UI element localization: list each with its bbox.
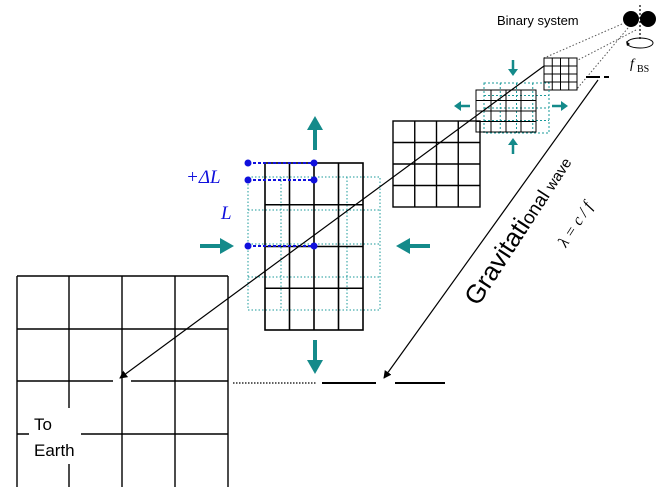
binary-system — [623, 5, 656, 49]
star-left — [623, 11, 639, 27]
gw-big-text: Gravitationalwave — [458, 149, 577, 310]
rotation-ellipse — [626, 37, 654, 49]
wavelength-formula: λ = c / f — [555, 197, 598, 251]
rotation-arrowhead — [626, 41, 630, 46]
to-earth-label-bg — [29, 408, 81, 464]
star-right — [640, 11, 656, 27]
gravitational-wave-label: Gravitationalwave — [458, 149, 577, 310]
l-label: L — [220, 203, 232, 224]
small-grid-dotted — [483, 82, 550, 134]
lambda-formula-text: λ = c / f — [555, 197, 598, 251]
cone-lines — [543, 23, 637, 91]
to-earth-line1: To — [34, 415, 52, 434]
f-subscript: BS — [637, 64, 649, 75]
diagonal-arrow-to-earth — [119, 65, 545, 379]
central-grid-arrows — [200, 116, 430, 374]
small-grid — [475, 89, 537, 133]
medium-grid — [392, 120, 481, 208]
binary-system-label: Binary system — [497, 13, 579, 28]
to-earth-line2: Earth — [34, 441, 75, 460]
small-grid-arrows — [454, 60, 568, 154]
f-label: f — [630, 57, 636, 72]
wave-propagation-arrow — [383, 79, 599, 379]
delta-l-markers — [244, 159, 318, 250]
tiny-grid — [543, 57, 578, 91]
delta-l-label: +ΔL — [186, 167, 221, 188]
